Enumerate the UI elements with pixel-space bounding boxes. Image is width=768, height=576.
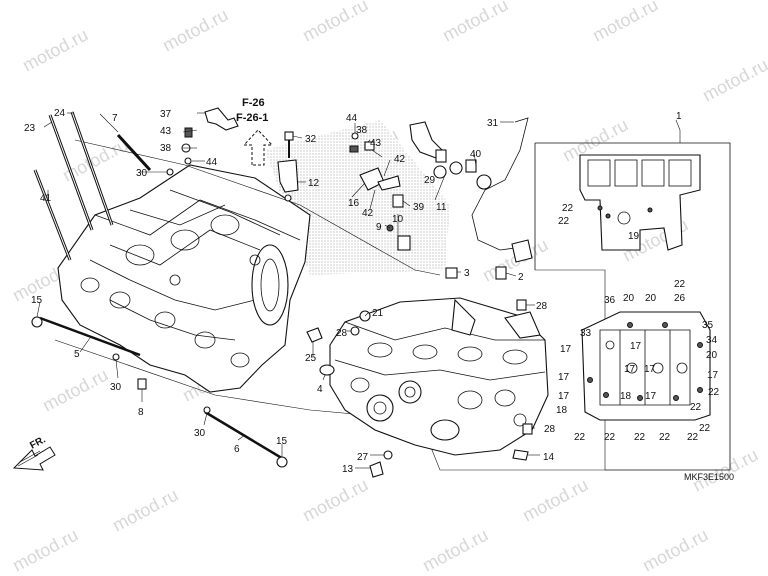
- front-label: FR.: [28, 434, 48, 451]
- lower-crankcase: [329, 297, 549, 456]
- callout-c21: 21: [372, 308, 384, 319]
- callout-c7: 7: [112, 113, 118, 124]
- callout-c17e: 17: [624, 364, 636, 375]
- callout-c15a: 15: [31, 295, 43, 306]
- callout-c28b: 28: [536, 301, 548, 312]
- callout-c22k: 22: [708, 387, 720, 398]
- callout-c18b: 18: [620, 391, 632, 402]
- callout-c25: 25: [305, 353, 317, 364]
- upper-crankcase: [57, 164, 311, 393]
- callout-c5: 5: [74, 349, 80, 360]
- callout-c22f: 22: [634, 432, 646, 443]
- callout-c22d: 22: [574, 432, 586, 443]
- callout-c17c: 17: [558, 391, 570, 402]
- callout-c28c: 28: [544, 424, 556, 435]
- callout-c17a: 17: [560, 344, 572, 355]
- callout-c41: 41: [40, 193, 52, 204]
- callout-c44b: 44: [206, 157, 218, 168]
- callout-c18a: 18: [556, 405, 568, 416]
- callout-c34: 34: [706, 335, 718, 346]
- callout-c42a: 42: [394, 154, 406, 165]
- callout-c22a: 22: [562, 203, 574, 214]
- callout-c23: 23: [24, 123, 36, 134]
- callout-c11: 11: [436, 202, 447, 213]
- callout-c17f: 17: [644, 364, 656, 375]
- callout-c33: 33: [580, 328, 592, 339]
- callout-c44a: 44: [346, 113, 358, 124]
- reference-f-26-1: F-26-1: [236, 112, 268, 124]
- callout-c37: 37: [160, 109, 172, 120]
- lower-case-fasteners: [306, 299, 533, 478]
- callout-c1: 1: [676, 111, 682, 122]
- callout-c43b: 43: [370, 138, 382, 149]
- callout-c20a: 20: [623, 293, 635, 304]
- callout-c28a: 28: [336, 328, 348, 339]
- callout-c20b: 20: [645, 293, 657, 304]
- callout-c22j: 22: [690, 402, 702, 413]
- callout-c26: 26: [674, 293, 686, 304]
- reference-f-26: F-26: [242, 97, 265, 109]
- leader-lines: [36, 112, 681, 469]
- callout-c27: 27: [357, 452, 369, 463]
- callout-c22c: 22: [674, 279, 686, 290]
- callout-c24: 24: [54, 108, 66, 119]
- upper-case-top-view: [579, 154, 701, 251]
- callout-c12: 12: [308, 178, 320, 189]
- callout-c16: 16: [348, 198, 360, 209]
- callout-c30a: 30: [136, 168, 148, 179]
- callout-c2: 2: [518, 272, 524, 283]
- callout-c10: 10: [392, 214, 404, 225]
- callout-c30b: 30: [110, 382, 122, 393]
- sensor-cable: [471, 117, 533, 263]
- callout-c3: 3: [464, 268, 470, 279]
- callout-c30c: 30: [194, 428, 206, 439]
- stud-bolts: [33, 111, 286, 462]
- part-1-box: [534, 130, 731, 471]
- callout-c40: 40: [470, 149, 482, 160]
- callout-c22i: 22: [699, 423, 711, 434]
- callout-c36: 36: [604, 295, 616, 306]
- switch-assembly: [349, 121, 477, 251]
- callout-c22h: 22: [687, 432, 699, 443]
- callout-c38b: 38: [160, 143, 172, 154]
- callout-c29: 29: [424, 175, 436, 186]
- front-direction-arrow: [12, 446, 56, 471]
- callout-c22g: 22: [659, 432, 671, 443]
- callout-c17d: 17: [630, 341, 642, 352]
- callout-c38a: 38: [356, 125, 368, 136]
- reference-arrow: [242, 129, 274, 166]
- callout-c31: 31: [487, 118, 499, 129]
- callout-c8: 8: [138, 407, 144, 418]
- callout-c14: 14: [543, 452, 555, 463]
- callout-c19: 19: [628, 231, 640, 242]
- callout-c22b: 22: [558, 216, 570, 227]
- callout-c17b: 17: [558, 372, 570, 383]
- callout-c22e: 22: [604, 432, 616, 443]
- callout-c6: 6: [234, 444, 240, 455]
- callout-c35: 35: [702, 320, 714, 331]
- callout-c42b: 42: [362, 208, 374, 219]
- callout-c39: 39: [413, 202, 425, 213]
- callout-c4: 4: [317, 384, 323, 395]
- callout-c43a: 43: [160, 126, 172, 137]
- callout-c9: 9: [376, 222, 382, 233]
- callout-c13: 13: [342, 464, 354, 475]
- diagram-code: MKF3E1500: [684, 472, 734, 482]
- lower-case-bottom-view: [581, 311, 711, 421]
- callout-c32: 32: [305, 134, 317, 145]
- callout-c15b: 15: [276, 436, 288, 447]
- callout-c20c: 20: [706, 350, 718, 361]
- callout-c17g: 17: [645, 391, 657, 402]
- callout-c17h: 17: [707, 370, 719, 381]
